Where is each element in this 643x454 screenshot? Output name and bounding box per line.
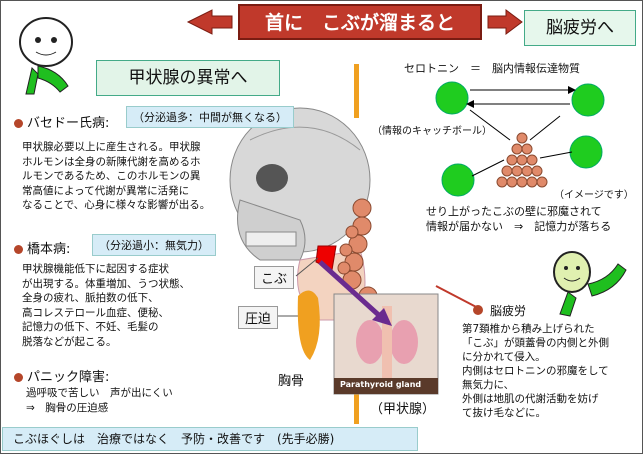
brain-fatigue-box: 脳疲労へ <box>524 10 636 46</box>
kobu-pyramid <box>496 132 548 188</box>
pyramid-ball <box>516 132 528 144</box>
kobu-ball <box>352 198 372 218</box>
green-ball-4 <box>569 135 603 169</box>
appaku-label: 圧迫 <box>238 306 279 329</box>
skull-illustration <box>229 107 371 261</box>
mascot-left-icon <box>19 17 73 95</box>
brain-pointer-line <box>435 285 483 311</box>
pyramid-ball <box>536 176 548 188</box>
bullet-icon <box>14 119 23 128</box>
brain-fatigue-text: 第7頚椎から積み上げられた 「こぶ」が頭蓋骨の内側と外側 に分かれて侵入。 内側… <box>462 323 609 419</box>
purple-arrowhead-icon <box>372 308 392 326</box>
thyroid-box: 甲状腺の異常へ <box>96 60 280 96</box>
basedow-heading: バセドー氏病: <box>14 112 109 131</box>
kobu-label: こぶ <box>254 266 295 289</box>
brain-fatigue-name: 脳疲労 <box>490 304 527 318</box>
pyramid-ball <box>501 165 513 177</box>
kobu-ball <box>337 261 351 275</box>
orange-bar-bottom <box>354 390 359 424</box>
arrow-left-icon <box>186 9 233 35</box>
pyramid-ball <box>496 176 508 188</box>
green-ball-3 <box>441 163 475 197</box>
brain-bullet-icon <box>473 305 483 315</box>
serotonin-network <box>435 81 605 197</box>
pyramid-ball <box>506 176 518 188</box>
pyramid-ball <box>526 176 538 188</box>
bullet-icon <box>14 245 23 254</box>
pyramid-ball <box>506 154 518 166</box>
hashimoto-heading: 橋本病: <box>14 238 70 257</box>
bottom-note: こぶほぐしは 治療ではなく 予防・改善です (先手必勝) <box>2 427 418 451</box>
arrow-right-icon <box>487 9 523 35</box>
kobu-ball <box>339 243 353 257</box>
pyramid-ball <box>516 154 528 166</box>
kobu-ball <box>348 234 368 254</box>
basedow-name: バセドー氏病: <box>27 116 110 131</box>
green-ball-1 <box>435 81 469 115</box>
panic-name: パニック障害: <box>27 370 110 385</box>
parathyroid-image <box>333 293 439 395</box>
sternum-illustration <box>297 290 320 360</box>
panic-text: 過呼吸で苦しい 声が出にくい ⇒ 胸骨の圧迫感 <box>26 387 173 414</box>
pyramid-ball <box>521 165 533 177</box>
kyokotsu-label: 胸骨 <box>278 374 305 389</box>
pyramid-ball <box>511 143 523 155</box>
basedow-note: （分泌過多：中間が無くなる） <box>126 106 294 128</box>
mascot-right-icon <box>553 251 627 317</box>
serotonin-image-note: （イメージです） <box>554 190 634 201</box>
pyramid-ball <box>531 165 543 177</box>
koujousen-label: （甲状腺） <box>370 402 436 417</box>
purple-arrow-line <box>318 260 384 320</box>
page-title: 首に こぶが溜まると <box>238 4 482 40</box>
serotonin-title: セロトニン ＝ 脳内情報伝達物質 <box>404 62 580 75</box>
pyramid-ball <box>511 165 523 177</box>
hashimoto-text: 甲状腺機能低下に起因する症状 が出現する。体重増加、うつ状態、 全身の疲れ、脈拍… <box>22 263 190 348</box>
orange-bar-top <box>354 64 359 118</box>
hashimoto-name: 橋本病: <box>27 242 71 257</box>
green-ball-2 <box>571 83 605 117</box>
bullet-icon <box>14 373 23 382</box>
serotonin-caption: せり上がったこぶの壁に邪魔されて 情報が届かない ⇒ 記憶力が落ちる <box>426 205 612 233</box>
basedow-text: 甲状腺必要以上に産生される。甲状腺 ホルモンは全身の新陳代謝を高めるホ ルモンで… <box>22 141 211 211</box>
parathyroid-label: Parathyroid gland <box>340 380 422 389</box>
pyramid-ball <box>516 176 528 188</box>
kobu-pointer-line <box>295 257 319 277</box>
serotonin-catch: （情報のキャッチボール） <box>372 126 492 137</box>
pyramid-ball <box>526 154 538 166</box>
kobu-ball <box>345 225 359 239</box>
pyramid-ball <box>521 143 533 155</box>
panic-heading: パニック障害: <box>14 366 109 385</box>
hashimoto-note: （分泌過小：無気力） <box>92 234 216 256</box>
